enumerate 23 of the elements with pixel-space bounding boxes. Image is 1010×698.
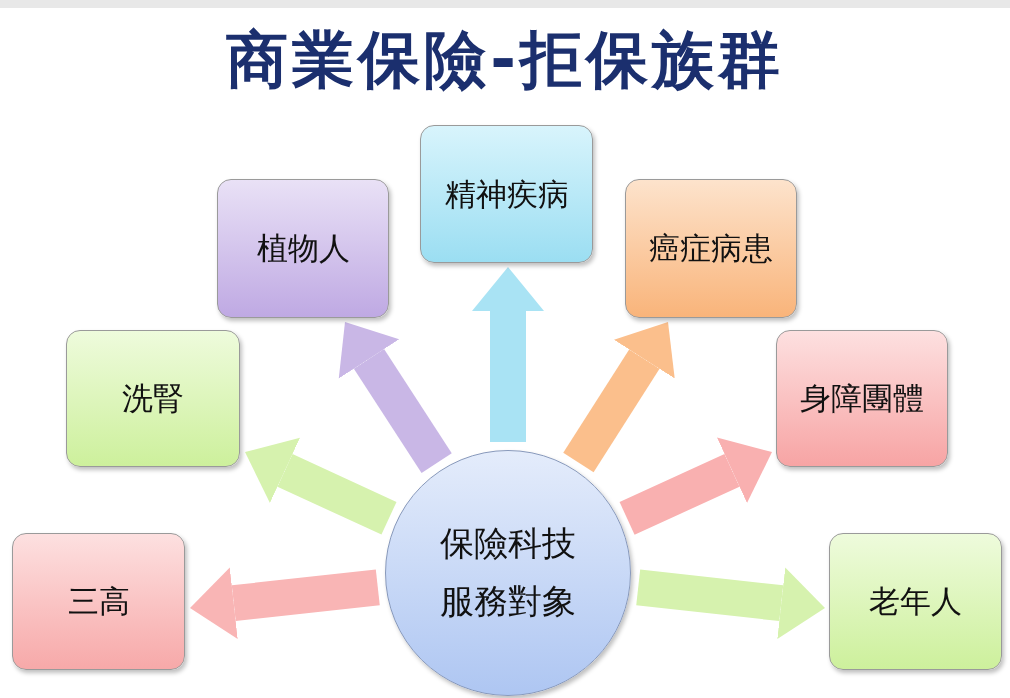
node-label: 老年人 (869, 582, 962, 622)
node-label: 洗腎 (122, 379, 184, 419)
block-arrow (636, 567, 825, 639)
block-arrow (472, 267, 544, 442)
title: 商業保險-拒保族群 (225, 22, 785, 98)
category-box (776, 330, 948, 467)
node-label: 身障團體 (800, 379, 924, 419)
block-arrow (245, 437, 397, 535)
node-label: 三高 (67, 582, 130, 622)
node-label: 精神疾病 (444, 174, 569, 214)
block-arrow (338, 322, 452, 473)
category-box (625, 179, 797, 318)
category-box (66, 330, 240, 467)
category-box (420, 125, 593, 263)
block-arrow (190, 567, 380, 639)
node-label: 植物人 (256, 229, 350, 269)
category-box (829, 533, 1002, 670)
category-box (12, 533, 185, 670)
block-arrow (619, 437, 772, 535)
block-arrow (563, 322, 675, 473)
category-box (217, 179, 389, 318)
node-label: 癌症病患 (649, 229, 773, 269)
node-label: 保險科技服務對象 (439, 522, 577, 623)
